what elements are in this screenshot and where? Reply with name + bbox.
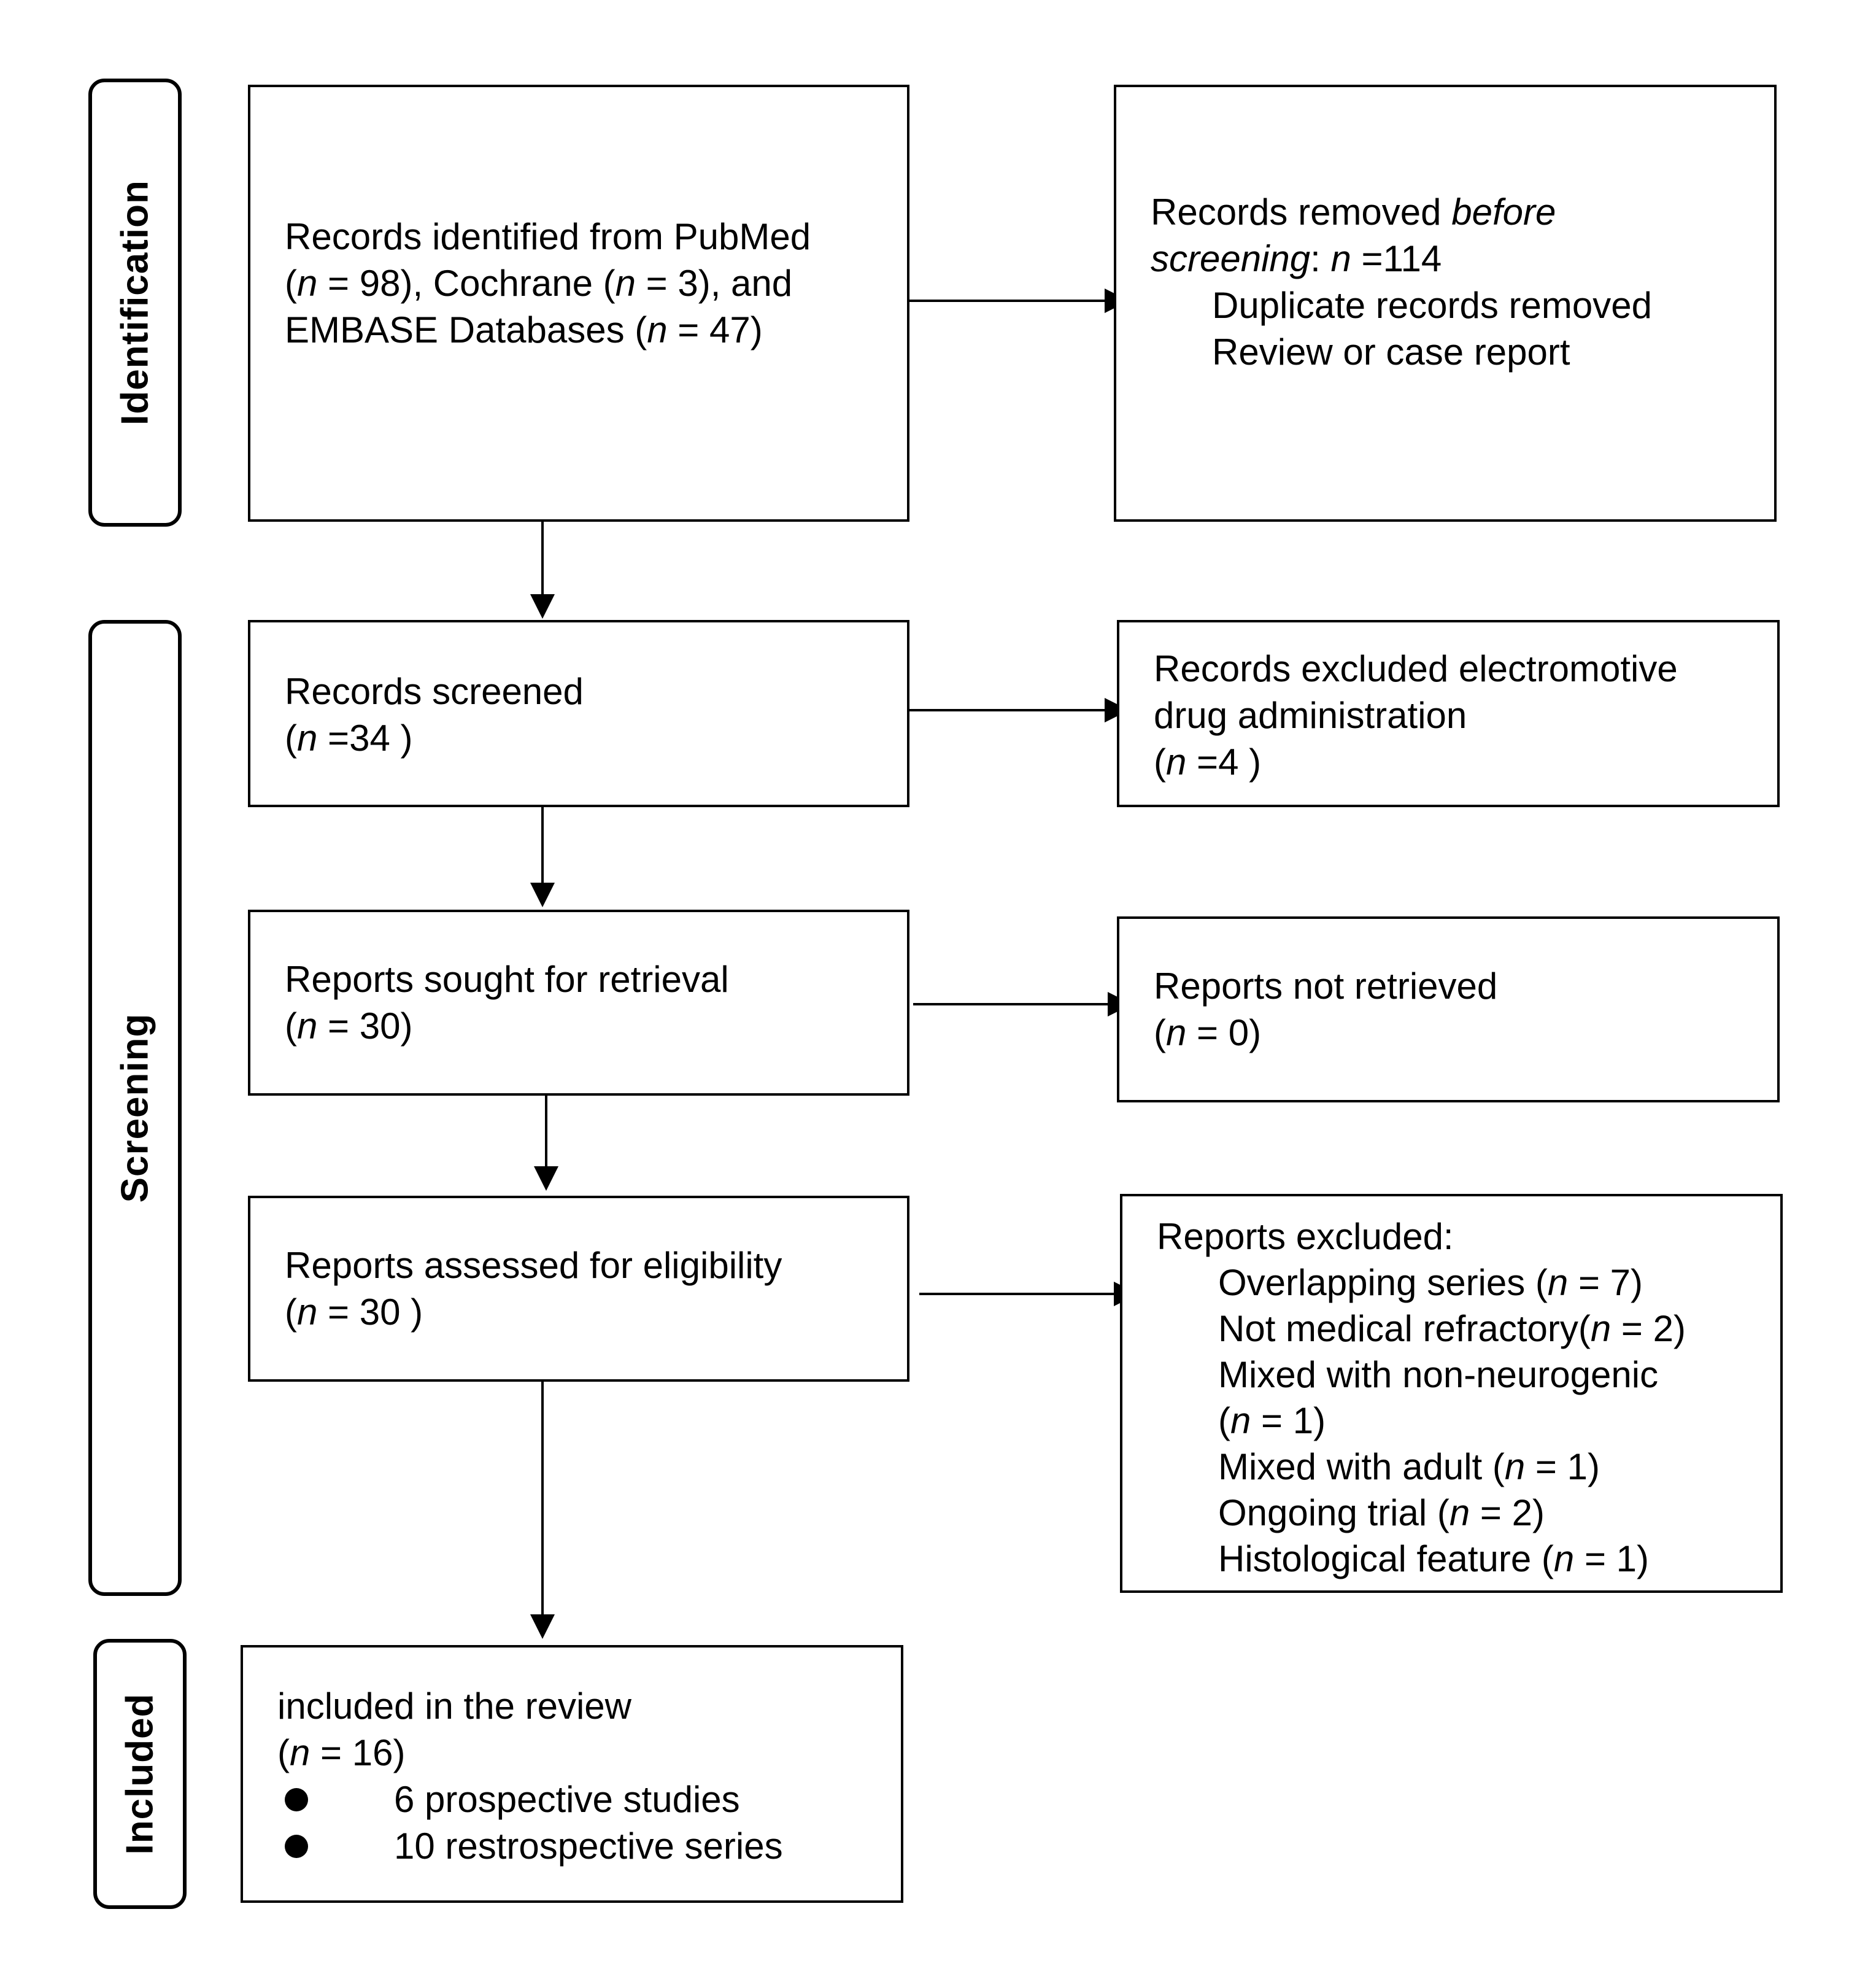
- records-excluded-line2: drug administration: [1154, 695, 1467, 736]
- records-removed-reviews: Review or case report: [1212, 331, 1570, 373]
- reports-not-retrieved-box: Reports not retrieved (n = 0): [1117, 916, 1780, 1102]
- reports-assessed-line1: Reports assessed for eligibility: [285, 1245, 782, 1286]
- reports-not-retrieved-line1: Reports not retrieved: [1154, 966, 1498, 1007]
- arrowhead-sought: [530, 883, 555, 907]
- records-screened-line2: (n =34 ): [285, 718, 413, 759]
- records-removed-box: Records removed before screening: n =114…: [1114, 85, 1777, 522]
- reports-sought-line2: (n = 30): [285, 1005, 413, 1047]
- reports-not-retrieved-line2: (n = 0): [1154, 1012, 1262, 1053]
- reports-assessed-line2: (n = 30 ): [285, 1291, 423, 1333]
- records-screened-line1: Records screened: [285, 671, 584, 712]
- records-identified-box: Records identified from PubMed (n = 98),…: [248, 85, 909, 522]
- records-identified-line3: EMBASE Databases (n = 47): [285, 309, 763, 350]
- included-bullet-prospective-text: 6 prospective studies: [394, 1779, 740, 1820]
- phase-included: Included: [93, 1639, 187, 1909]
- excluded-reason-ongoing: Ongoing trial (n = 2): [1218, 1492, 1545, 1533]
- excluded-reason-not-refractory: Not medical refractory(n = 2): [1218, 1308, 1686, 1349]
- included-line2: (n = 16): [277, 1732, 406, 1773]
- reports-sought-box: Reports sought for retrieval (n = 30): [248, 910, 909, 1096]
- records-excluded-line3: (n =4 ): [1154, 741, 1262, 783]
- included-bullet-prospective: 6 prospective studies: [277, 1776, 783, 1823]
- bullet-dot: [285, 1788, 308, 1811]
- arrowhead-screened: [530, 594, 555, 619]
- excluded-reason-histological: Histological feature (n = 1): [1218, 1538, 1650, 1579]
- reports-assessed-box: Reports assessed for eligibility (n = 30…: [248, 1196, 909, 1382]
- records-removed-duplicates: Duplicate records removed: [1212, 285, 1652, 326]
- excluded-reason-non-neurogenic: Mixed with non-neurogenic: [1218, 1354, 1659, 1395]
- arrowhead-assessed: [534, 1166, 558, 1191]
- included-box: included in the review (n = 16) 6 prospe…: [241, 1645, 903, 1903]
- records-excluded-line1: Records excluded electromotive: [1154, 648, 1678, 689]
- included-bullet-retrospective-text: 10 restrospective series: [394, 1826, 783, 1867]
- excluded-reason-non-neurogenic-count: (n = 1): [1218, 1400, 1326, 1441]
- included-bullet-retrospective: 10 restrospective series: [277, 1823, 783, 1870]
- records-identified-line1: Records identified from PubMed: [285, 216, 811, 257]
- records-removed-line1: Records removed before: [1151, 192, 1556, 233]
- arrowhead-included: [530, 1614, 555, 1639]
- excluded-reason-overlapping: Overlapping series (n = 7): [1218, 1262, 1643, 1303]
- records-screened-box: Records screened (n =34 ): [248, 620, 909, 807]
- bullet-dot: [285, 1835, 308, 1858]
- records-removed-line2: screening: n =114: [1151, 238, 1442, 279]
- reports-excluded-title: Reports excluded:: [1157, 1216, 1454, 1257]
- records-identified-line2: (n = 98), Cochrane (n = 3), and: [285, 263, 793, 304]
- reports-sought-line1: Reports sought for retrieval: [285, 959, 729, 1000]
- excluded-reason-adult: Mixed with adult (n = 1): [1218, 1446, 1600, 1487]
- phase-identification: Identification: [88, 79, 182, 527]
- phase-screening: Screening: [88, 620, 182, 1596]
- records-excluded-box: Records excluded electromotive drug admi…: [1117, 620, 1780, 807]
- included-line1: included in the review: [277, 1686, 632, 1727]
- reports-excluded-box: Reports excluded: Overlapping series (n …: [1120, 1194, 1783, 1593]
